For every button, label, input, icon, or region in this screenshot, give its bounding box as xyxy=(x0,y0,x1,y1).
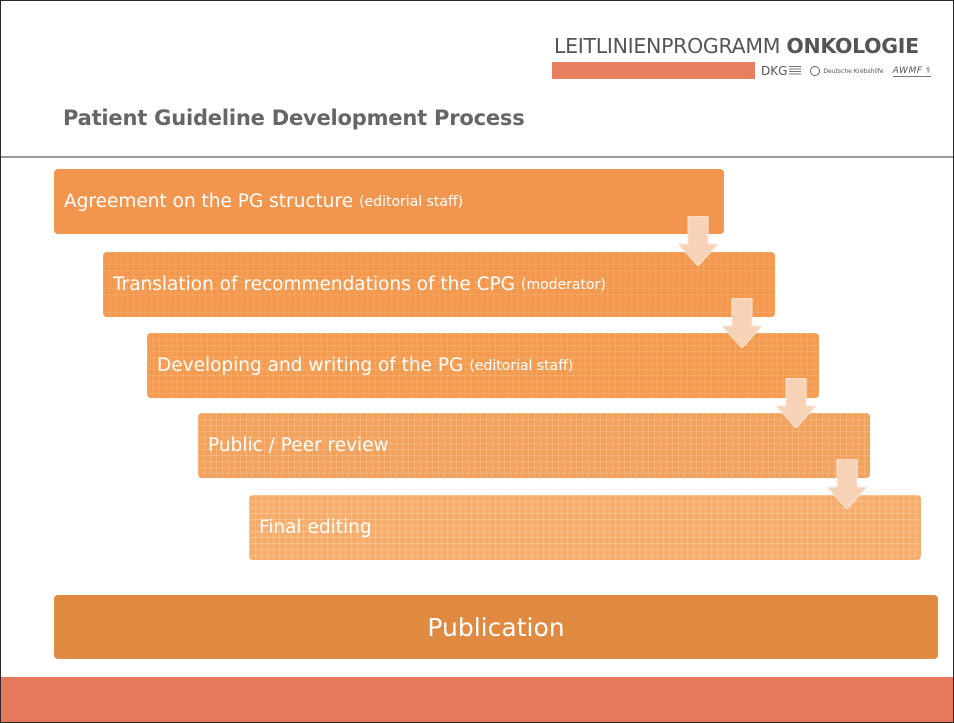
brand-bold: ONKOLOGIE xyxy=(786,34,919,58)
title-divider xyxy=(1,156,953,158)
step-3-label: Developing and writing of the PG xyxy=(157,355,464,376)
footer-band xyxy=(1,677,953,722)
step-1-label: Agreement on the PG structure xyxy=(64,191,354,212)
down-arrow-icon-3 xyxy=(776,378,816,428)
step-3-role: (editorial staff) xyxy=(469,357,574,374)
deutsche-krebshilfe-logo: Deutsche Krebshilfe xyxy=(810,66,884,76)
awmf-logo: AWMF ⚕ xyxy=(892,65,932,77)
krebshilfe-circle-icon xyxy=(810,66,821,76)
down-arrow-icon-4 xyxy=(827,459,867,509)
publication-box: Publication xyxy=(54,595,938,659)
step-2: Translation of recommendations of the CP… xyxy=(103,252,775,317)
step-4: Public / Peer review xyxy=(198,413,870,478)
step-2-label: Translation of recommendations of the CP… xyxy=(113,274,516,295)
step-2-role: (moderator) xyxy=(521,276,606,293)
dkg-logo: DKG xyxy=(761,64,802,78)
step-4-label: Public / Peer review xyxy=(208,435,389,456)
step-1: Agreement on the PG structure (editorial … xyxy=(54,169,724,234)
brand-wordmark: LEITLINIENPROGRAMM ONKOLOGIE xyxy=(554,34,919,58)
step-5-label: Final editing xyxy=(259,517,372,538)
page-title: Patient Guideline Development Process xyxy=(63,106,525,130)
down-arrow-icon-1 xyxy=(678,216,718,266)
step-1-role: (editorial staff) xyxy=(359,193,464,210)
down-arrow-icon-2 xyxy=(722,298,762,348)
brand-bar xyxy=(552,62,755,79)
dkg-lines-icon xyxy=(789,66,802,76)
brand-light: LEITLINIENPROGRAMM xyxy=(554,34,781,58)
partner-logos: DKG Deutsche Krebshilfe AWMF ⚕ xyxy=(761,61,932,81)
step-5: Final editing xyxy=(249,495,921,560)
step-3: Developing and writing of the PG (editor… xyxy=(147,333,819,398)
